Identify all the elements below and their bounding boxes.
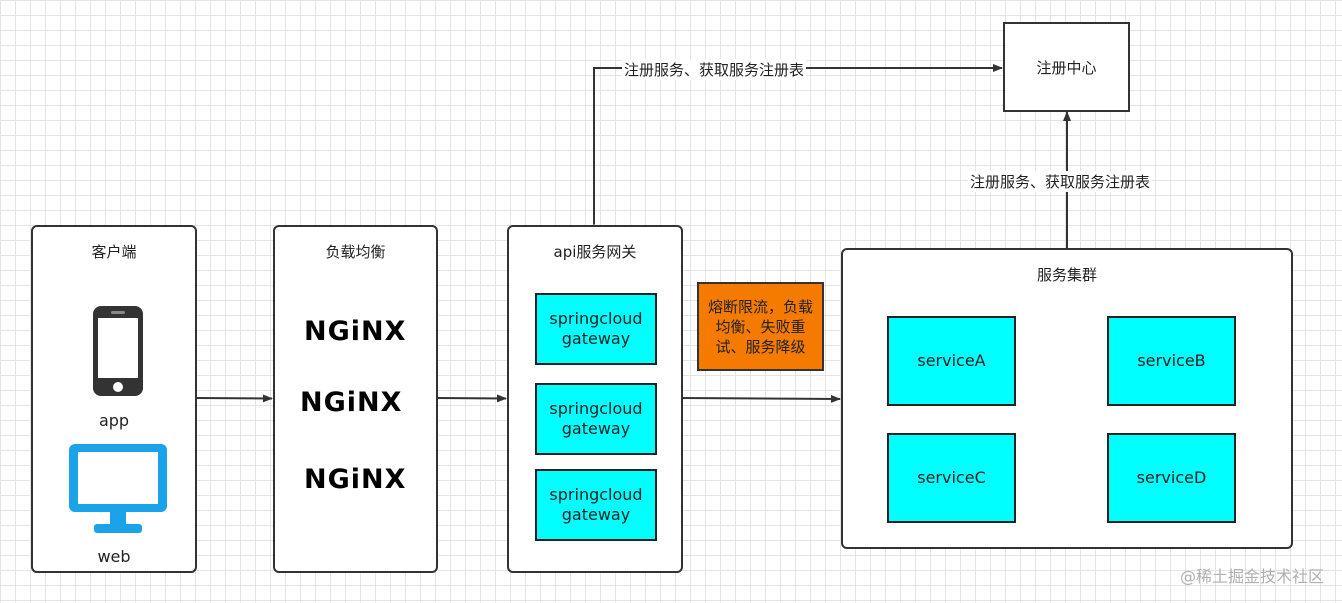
service-cluster-box: 服务集群 serviceA serviceB serviceC serviceD bbox=[841, 248, 1293, 549]
load-balancer-box: 负载均衡 NGiNX NGiNX NGiNX bbox=[273, 225, 438, 573]
service-d: serviceD bbox=[1107, 433, 1236, 523]
service-a: serviceA bbox=[887, 316, 1016, 406]
gateway-instance-line1: springcloud bbox=[549, 309, 643, 328]
lb-title: 负载均衡 bbox=[325, 243, 386, 261]
gateway-instance-line1: springcloud bbox=[549, 399, 643, 418]
registry-center-box: 注册中心 bbox=[1003, 22, 1130, 112]
arrow-gateway-to-cluster bbox=[681, 394, 841, 403]
monitor-icon bbox=[69, 444, 167, 533]
arrow-gateway-registry bbox=[590, 64, 1003, 233]
edge-label-gateway-registry: 注册服务、获取服务注册表 bbox=[622, 59, 807, 80]
web-label: web bbox=[97, 547, 131, 566]
gateway-instance-line2: gateway bbox=[561, 329, 631, 348]
gateway-instance-line2: gateway bbox=[561, 419, 631, 438]
phone-icon bbox=[93, 306, 143, 396]
gateway-title: api服务网关 bbox=[553, 243, 637, 261]
nginx-logo-3: NGiNX bbox=[304, 464, 407, 495]
client-title: 客户端 bbox=[91, 243, 137, 261]
nginx-logo-1: NGiNX bbox=[304, 316, 407, 347]
nginx-logo-2: NGiNX bbox=[300, 387, 403, 418]
gateway-features-note: 熔断限流，负载均衡、失败重试、服务降级 bbox=[697, 282, 824, 371]
service-b: serviceB bbox=[1107, 316, 1236, 406]
arrow-lb-to-gateway bbox=[436, 394, 507, 403]
client-box: 客户端 app web bbox=[31, 225, 197, 573]
watermark: @稀土掘金技术社区 bbox=[1179, 567, 1324, 586]
gateway-instance-line1: springcloud bbox=[549, 485, 643, 504]
edge-label-cluster-registry: 注册服务、获取服务注册表 bbox=[968, 171, 1153, 192]
gateway-instance-line2: gateway bbox=[561, 505, 631, 524]
service-c: serviceC bbox=[887, 433, 1016, 523]
arrow-client-to-lb bbox=[196, 394, 273, 403]
cluster-title: 服务集群 bbox=[1036, 266, 1097, 284]
app-label: app bbox=[98, 411, 130, 430]
